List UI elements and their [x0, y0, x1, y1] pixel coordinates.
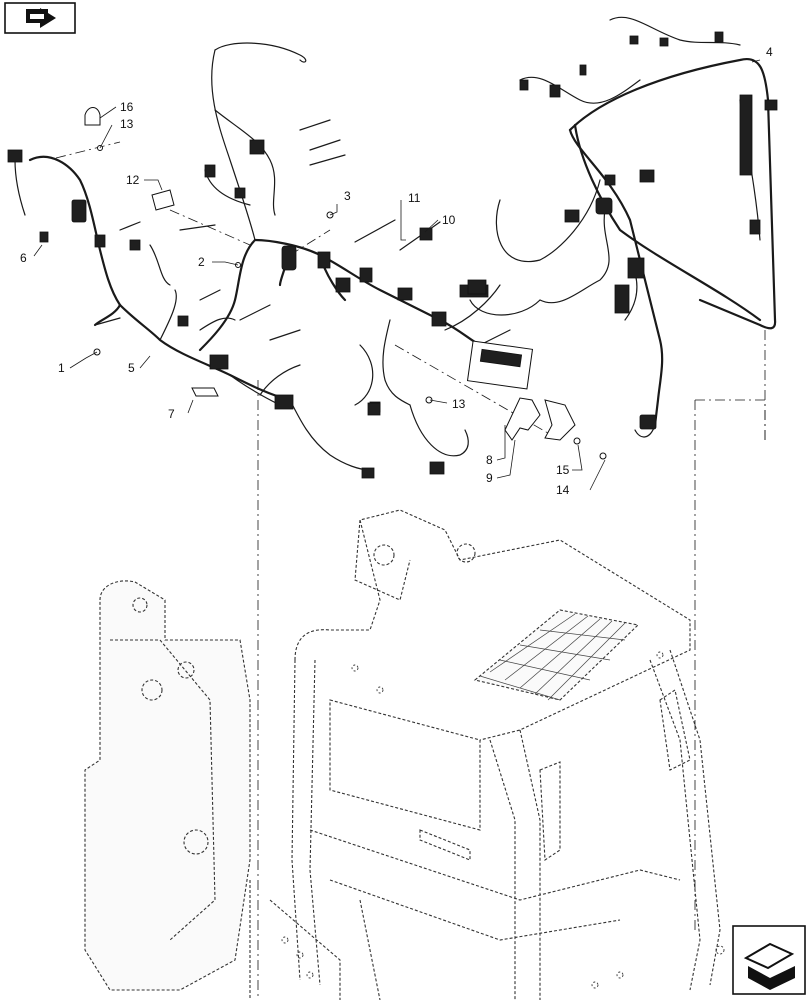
cab-harness-assembly: [459, 16, 778, 438]
back-arrow-icon[interactable]: [4, 2, 76, 34]
callout-12: 12: [126, 173, 140, 187]
callout-7: 7: [168, 407, 175, 421]
callout-6: 6: [20, 251, 27, 265]
callout-14: 14: [556, 483, 570, 497]
next-arrow-icon[interactable]: [732, 925, 806, 995]
callout-11: 11: [408, 191, 421, 205]
main-harness-assembly: [198, 42, 534, 475]
alignment-lines: [55, 141, 766, 1000]
callout-10: 10: [442, 213, 456, 227]
callout-13-mid: 13: [452, 397, 466, 411]
callout-3: 3: [344, 189, 351, 203]
callout-4: 4: [766, 45, 773, 59]
callout-9: 9: [486, 471, 493, 485]
callout-1: 1: [58, 361, 65, 375]
callout-8: 8: [486, 453, 493, 467]
bracket-parts: [93, 145, 607, 460]
left-harness-assembly: [7, 107, 381, 479]
callout-2: 2: [198, 255, 205, 269]
callout-15: 15: [556, 463, 570, 477]
machine-frame: [84, 509, 725, 1000]
callout-16: 16: [120, 100, 134, 114]
callout-leaders: [33, 59, 761, 491]
callout-13-top: 13: [120, 117, 134, 131]
callout-5: 5: [128, 361, 135, 375]
callout-labels: 1 2 3 4 5 6 7 8 9 10 11 12 13 13 14 15 1…: [20, 45, 773, 497]
